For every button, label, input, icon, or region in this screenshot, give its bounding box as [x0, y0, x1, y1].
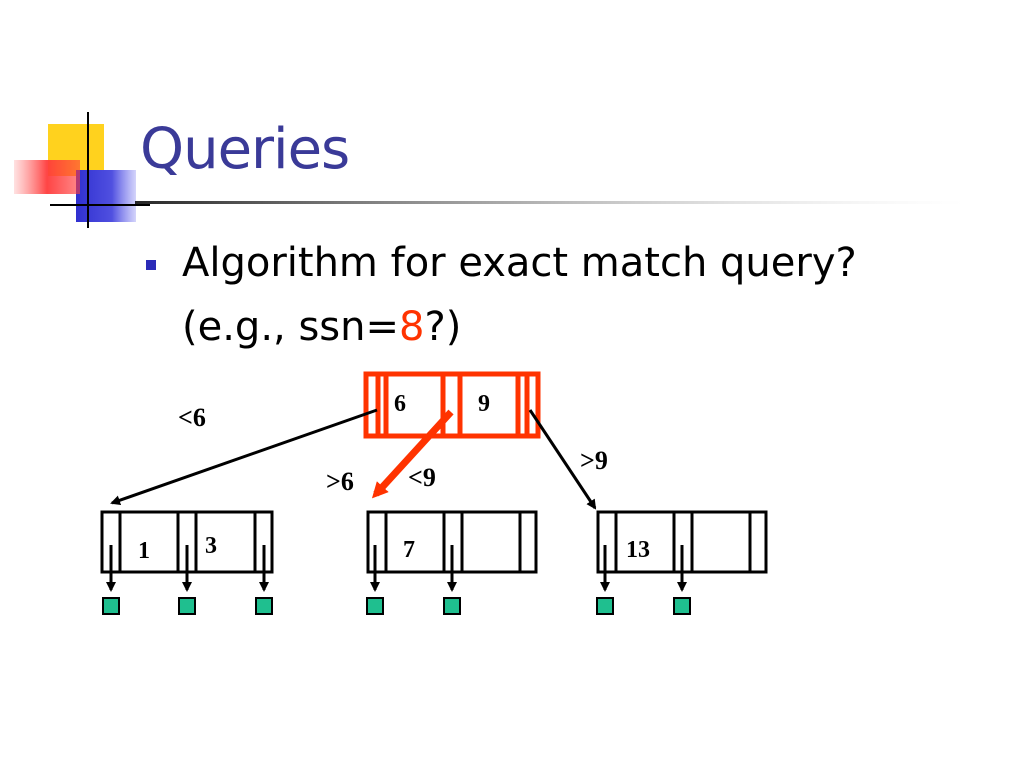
- edge-left: [110, 408, 378, 506]
- edge-label-right: >9: [580, 446, 608, 475]
- root-node: [363, 371, 541, 439]
- edge-middle-highlight: [371, 409, 454, 499]
- edge-label-left: <6: [178, 403, 206, 432]
- example-prefix: (e.g., ssn=: [182, 304, 400, 350]
- data-record: [102, 597, 120, 615]
- edge-label-middle-high: <9: [408, 463, 436, 492]
- root-key-1: 6: [394, 391, 406, 417]
- data-record: [596, 597, 614, 615]
- leaf2-key-1: 7: [403, 537, 415, 563]
- example-text: (e.g., ssn=8?): [182, 307, 461, 347]
- data-record: [366, 597, 384, 615]
- leaf3-key-1: 13: [626, 537, 650, 563]
- decorative-corner-logo: [14, 112, 150, 228]
- blue-square: [76, 170, 136, 222]
- data-record: [255, 597, 273, 615]
- example-suffix: ?): [424, 304, 462, 350]
- leaf1-key-1: 1: [138, 538, 150, 564]
- root-key-2: 9: [478, 391, 490, 417]
- bullet-text: Algorithm for exact match query?: [182, 240, 857, 286]
- data-record: [178, 597, 196, 615]
- bullet-square-icon: [146, 260, 156, 270]
- edge-label-middle-low: >6: [326, 467, 354, 496]
- data-records: [102, 597, 691, 615]
- data-pointers: [106, 545, 687, 592]
- data-record: [443, 597, 461, 615]
- red-bar: [14, 160, 80, 194]
- example-value: 8: [399, 304, 425, 350]
- edge-right: [528, 409, 597, 510]
- data-record: [673, 597, 691, 615]
- slide-title: Queries: [140, 117, 350, 182]
- leaf1-key-2: 3: [205, 533, 217, 559]
